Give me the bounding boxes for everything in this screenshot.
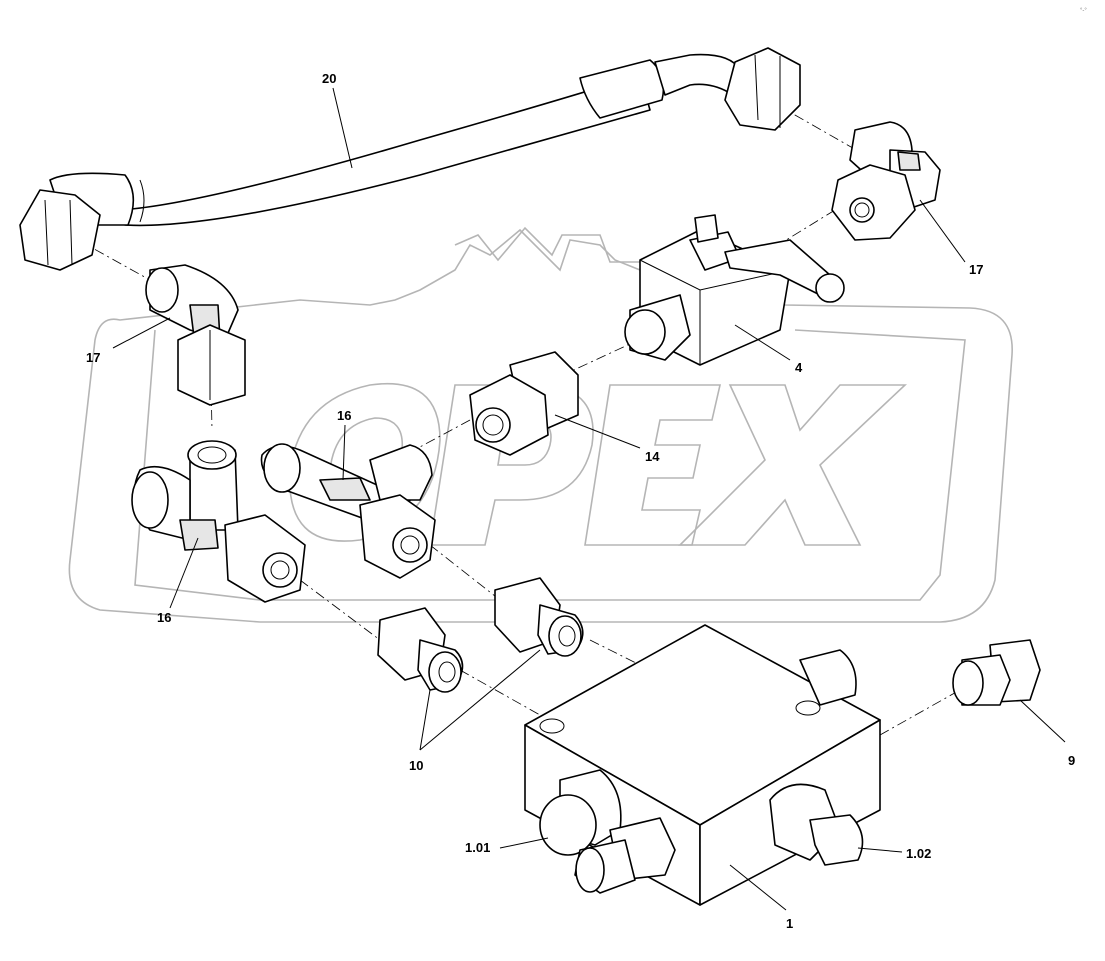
adapter-part-10-right [494, 577, 584, 657]
callout-20: 20 [322, 71, 336, 86]
callout-16-upper: 16 [337, 408, 351, 423]
callout-10: 10 [409, 758, 423, 773]
callout-4: 4 [795, 360, 803, 375]
adapter-part-10-left [377, 607, 464, 693]
callout-9: 9 [1068, 753, 1075, 768]
callout-14: 14 [645, 449, 660, 464]
callout-1-01: 1.01 [465, 840, 490, 855]
callout-1: 1 [786, 916, 793, 931]
corner-mark: °-° [1080, 8, 1087, 14]
tee-fitting-part-16-lower [131, 440, 306, 603]
callout-1-02: 1.02 [906, 846, 931, 861]
callout-17-right: 17 [969, 262, 983, 277]
tee-fitting-part-16-upper [260, 443, 436, 579]
elbow-fitting-part-17-left [145, 264, 246, 406]
ball-valve-part-4 [624, 214, 845, 366]
callout-labels: 20 17 17 4 14 16 16 10 9 1.01 1.02 1 °-° [86, 8, 1087, 931]
leader-lines [112, 87, 1066, 911]
hose-part-20 [19, 47, 801, 271]
elbow-fitting-part-17-right [831, 121, 941, 241]
union-fitting-part-14 [469, 351, 579, 456]
callout-16-lower: 16 [157, 610, 171, 625]
callout-17-left: 17 [86, 350, 100, 365]
adapter-part-9 [952, 639, 1041, 706]
valve-block-part-1 [524, 624, 881, 906]
